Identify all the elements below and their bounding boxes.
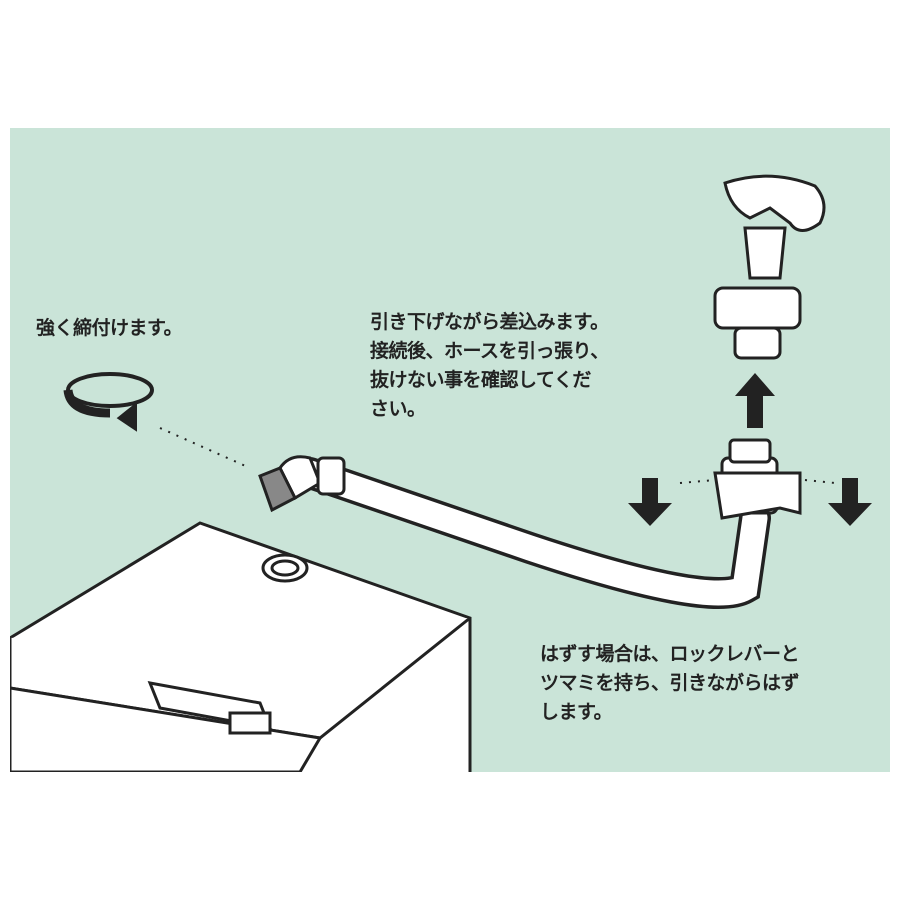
text-line: 接続後、ホースを引っ張り、: [370, 340, 609, 362]
tighten-instruction: 強く締付けます。: [36, 317, 183, 339]
leader-line: [159, 427, 251, 469]
faucet: [713, 174, 826, 360]
text-line: ツマミを持ち、引きながらはず: [540, 672, 800, 694]
illustration-panel: 強く締付けます。 引き下げながら差込みます。接続後、ホースを引っ張り、抜けない事…: [10, 128, 890, 772]
insert-instruction: 引き下げながら差込みます。接続後、ホースを引っ張り、抜けない事を確認してください…: [370, 308, 609, 424]
arrow-up-icon: [735, 373, 775, 428]
text-line: 抜けない事を確認してくだ: [370, 369, 591, 391]
arrow-down-icon: [628, 478, 672, 526]
arrow-down-icon: [828, 478, 872, 526]
quick-coupler: [713, 438, 802, 520]
remove-instruction: はずす場合は、ロックレバーとツマミを持ち、引きながらはずします。: [540, 640, 800, 727]
washing-machine: [10, 521, 472, 772]
text-line: はずす場合は、ロックレバーと: [540, 643, 800, 665]
text-line: さい。: [370, 398, 426, 420]
text-line: します。: [540, 701, 613, 723]
text-line: 引き下げながら差込みます。: [370, 311, 609, 333]
hose: [294, 457, 771, 609]
hose-connection-illustration: [10, 174, 872, 772]
elbow-connector: [258, 455, 346, 513]
rotate-arrow-icon: [63, 372, 154, 432]
